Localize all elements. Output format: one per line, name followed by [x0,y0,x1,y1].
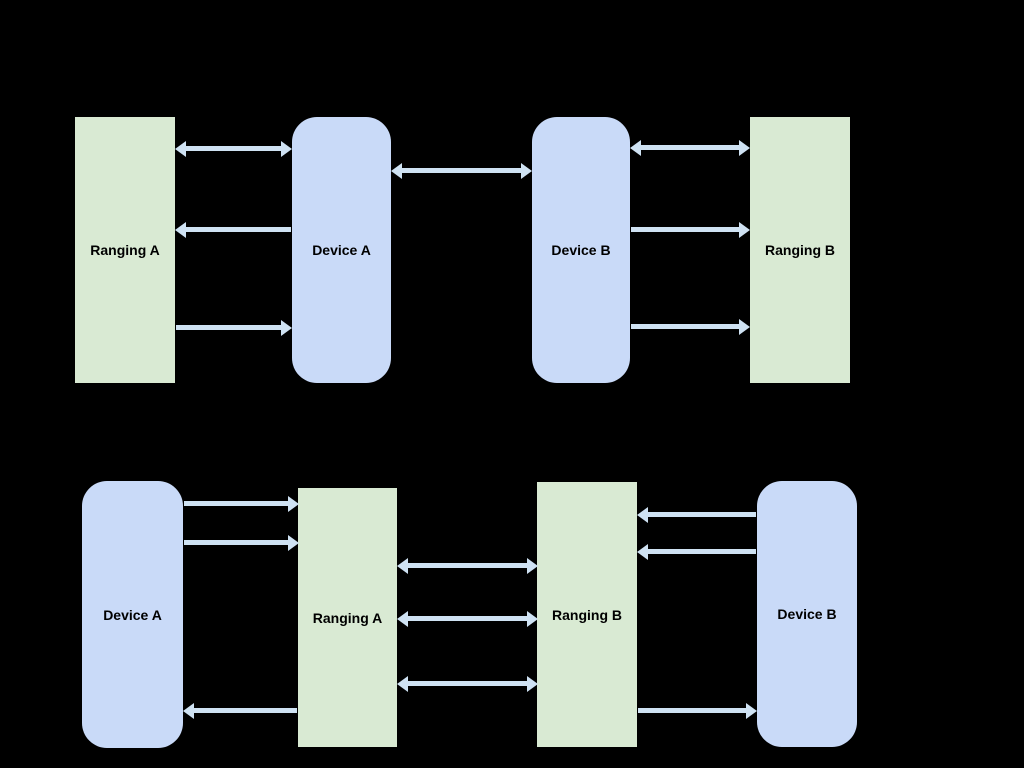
bottom-device-a-label: Device A [103,606,162,623]
bottom-ranging-a-box: Ranging A [298,488,397,747]
bottom-arrow-ranginga-rangingb-bidirectional-1 [397,557,538,574]
top-device-b-box: Device B [532,117,630,383]
bottom-arrow-rangingb-to-deviceb [638,702,757,719]
top-arrow-ranginga-to-devicea [176,319,292,336]
top-arrow-ranginga-devicea-bidirectional [175,140,292,157]
top-arrow-deviceb-to-rangingb-bottom [631,318,750,335]
top-arrow-devicea-deviceb-bidirectional [391,162,532,179]
bottom-arrow-devicea-to-ranginga-2 [184,534,299,551]
bottom-arrow-ranginga-rangingb-bidirectional-2 [397,610,538,627]
top-device-a-box: Device A [292,117,391,383]
bottom-device-b-label: Device B [777,606,837,622]
top-arrow-deviceb-rangingb-bidirectional [630,139,750,156]
bottom-ranging-b-label: Ranging B [552,606,622,623]
bottom-arrow-devicea-to-ranginga-1 [184,495,299,512]
bottom-arrow-deviceb-to-rangingb-1 [637,506,756,523]
bottom-ranging-b-box: Ranging B [537,482,637,747]
top-arrow-devicea-to-ranginga [175,221,291,238]
bottom-arrow-ranginga-rangingb-bidirectional-3 [397,675,538,692]
top-ranging-b-box: Ranging B [750,117,850,383]
bottom-device-b-box: Device B [757,481,857,747]
top-device-b-label: Device B [551,242,611,258]
top-ranging-a-label: Ranging A [90,242,160,258]
top-device-a-label: Device A [312,242,371,258]
top-ranging-b-label: Ranging B [765,242,835,258]
bottom-arrow-deviceb-to-rangingb-2 [637,543,756,560]
top-arrow-deviceb-to-rangingb-middle [631,221,750,238]
bottom-arrow-ranginga-to-devicea [183,702,297,719]
bottom-ranging-a-label: Ranging A [312,609,383,626]
top-ranging-a-box: Ranging A [75,117,175,383]
bottom-device-a-box: Device A [82,481,183,748]
